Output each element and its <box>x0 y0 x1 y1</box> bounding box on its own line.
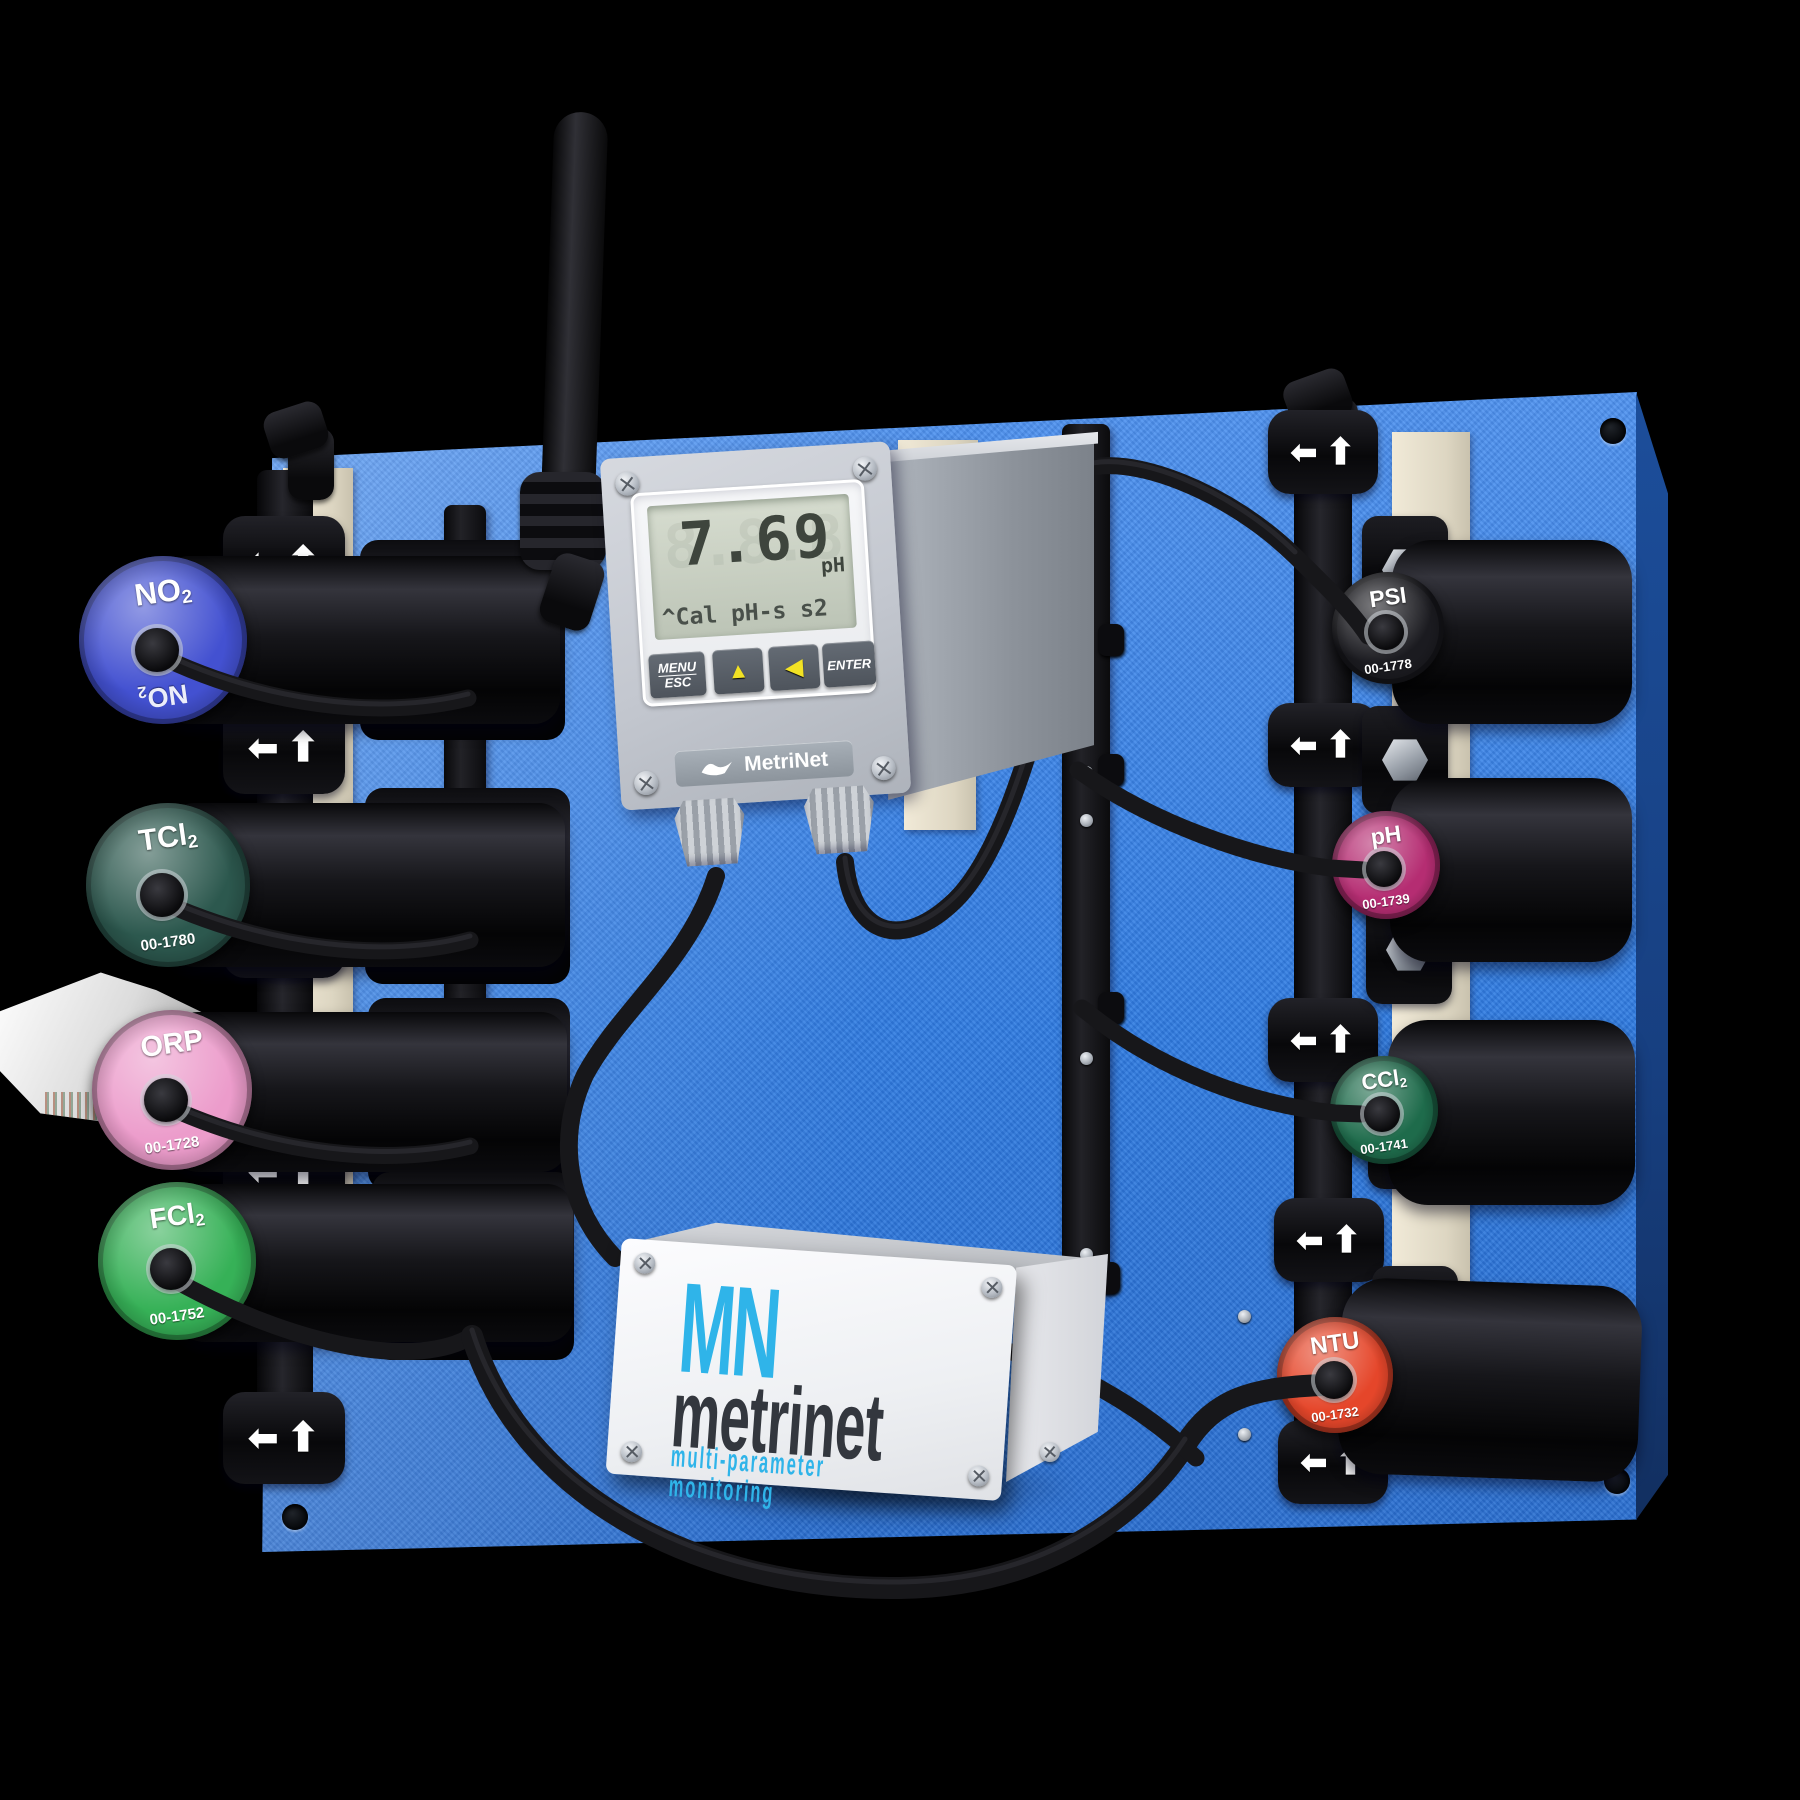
lcd-unit: pH <box>820 552 846 578</box>
cable-connector <box>1098 624 1124 656</box>
menu-label: MENU <box>657 658 697 676</box>
flow-up-arrow-icon: ⬆ <box>286 1416 320 1460</box>
flow-up-arrow-icon: ⬆ <box>1325 724 1356 765</box>
junction-box-front: MN metrinet multi-parameter monitoring <box>605 1238 1018 1510</box>
sensor-cap: FCl2 00-1752 <box>98 1182 256 1340</box>
antenna-rod <box>541 111 609 485</box>
ati-logo-icon <box>701 761 733 776</box>
sensor-label: FCl2 <box>147 1197 207 1235</box>
sensor-cap: TCl2 00-1780 <box>86 803 250 967</box>
screw-icon <box>1040 1442 1060 1462</box>
sensor-cap: NO2 NO2 <box>79 556 247 724</box>
flow-up-arrow-icon: ⬆ <box>1331 1219 1362 1260</box>
brand-tagline: multi-parameter monitoring <box>667 1439 827 1511</box>
flow-back-arrow-icon: ⬅ <box>1290 727 1318 763</box>
sensor-cap: NTU 00-1732 <box>1277 1317 1393 1433</box>
badge-brand-text: MetriNet <box>743 747 829 776</box>
rail-bolt <box>1080 1004 1093 1017</box>
flow-back-arrow-icon: ⬅ <box>248 727 279 768</box>
flow-up-arrow-icon: ⬆ <box>1325 1019 1356 1060</box>
cable-nut <box>1368 614 1404 650</box>
sensor-label: NO2 <box>132 571 194 613</box>
bracket-bolt <box>1238 1428 1251 1441</box>
lcd-screen: 8.8.8 7.69 pH ^Cal pH-s s2 <box>646 493 857 641</box>
mounting-hole <box>1600 418 1626 444</box>
esc-label: ESC <box>658 673 698 691</box>
cable-connector <box>1098 992 1124 1024</box>
sensor-cap: CCl2 00-1741 <box>1330 1056 1438 1164</box>
cable-connector <box>1098 754 1124 786</box>
cable-nut <box>150 1248 192 1290</box>
sensor-label: TCl2 <box>136 818 200 858</box>
enter-label: ENTER <box>826 655 872 673</box>
flow-up-arrow-icon: ⬆ <box>286 726 320 770</box>
flow-back-arrow-icon: ⬅ <box>248 1417 279 1458</box>
display-side-face <box>884 434 1094 800</box>
cable-nut <box>1366 851 1402 887</box>
sensor-cap: PSI 00-1778 <box>1332 572 1444 684</box>
up-arrow-icon: ▲ <box>726 657 750 684</box>
enter-button[interactable]: ENTER <box>821 640 877 688</box>
left-arrow-icon: ◀ <box>784 653 804 681</box>
sensor-cap: ORP 00-1728 <box>92 1010 252 1170</box>
cable-nut <box>1315 1361 1353 1399</box>
flow-back-arrow-icon: ⬅ <box>1300 1444 1328 1480</box>
flow-cell-ring: ⬅ ⬆ <box>223 1392 345 1484</box>
bracket-bolt <box>1238 1310 1251 1323</box>
mounting-hole <box>282 1504 308 1530</box>
rail-bolt <box>1080 766 1093 779</box>
cable-nut <box>1364 1096 1400 1132</box>
up-arrow-button[interactable]: ▲ <box>712 647 765 695</box>
flow-cell-ring: ⬅ ⬆ <box>1268 410 1378 494</box>
cable-nut <box>140 873 184 917</box>
rail-bolt <box>1080 814 1093 827</box>
flow-back-arrow-icon: ⬅ <box>1296 1222 1324 1258</box>
lcd-status-line: ^Cal pH-s s2 <box>661 595 829 632</box>
brand-badge: MetriNet <box>674 740 855 788</box>
sensor-cap: pH 00-1739 <box>1332 811 1440 919</box>
flow-cell-ring: ⬅ ⬆ <box>1274 1198 1384 1282</box>
flow-back-arrow-icon: ⬅ <box>1290 1022 1318 1058</box>
lcd-reading: 7.69 <box>677 500 834 581</box>
flow-back-arrow-icon: ⬅ <box>1290 434 1318 470</box>
flow-up-arrow-icon: ⬆ <box>1325 431 1356 472</box>
rail-bolt <box>1080 1052 1093 1065</box>
cable-nut <box>135 628 179 672</box>
cable-nut <box>144 1078 188 1122</box>
left-arrow-button[interactable]: ◀ <box>767 643 821 692</box>
